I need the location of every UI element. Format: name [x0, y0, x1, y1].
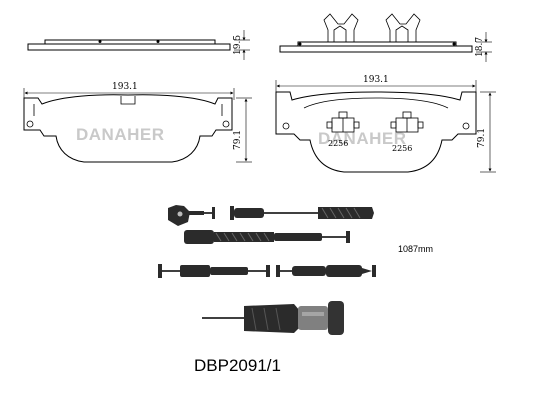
left-width-dimension: 193.1 [112, 82, 138, 92]
wear-sensor-1 [168, 205, 374, 226]
right-width-dimension: 193.1 [363, 75, 389, 85]
pad-code-left: 2256 [328, 139, 348, 148]
right-side-view [279, 13, 492, 62]
left-side-view [27, 30, 250, 60]
left-height-dimension: 79.1 [233, 130, 243, 150]
sensor-length: 1087mm [398, 244, 433, 254]
pad-code-right: 2256 [392, 144, 412, 153]
left-retaining-clip [323, 13, 359, 42]
right-height-dimension: 79.1 [477, 128, 487, 148]
part-number: DBP2091/1 [194, 356, 281, 375]
right-front-view [275, 80, 496, 173]
right-brand-watermark: DANAHER [318, 129, 407, 148]
left-brand-watermark: DANAHER [76, 125, 165, 144]
left-front-view [23, 88, 252, 163]
right-clip-plate [390, 111, 424, 133]
right-retaining-clip [385, 13, 421, 42]
left-thickness-dimension: 19.5 [233, 35, 243, 55]
right-thickness-dimension: 18.7 [475, 37, 485, 57]
wear-sensor-3 [158, 264, 376, 278]
wear-sensor-4 [202, 301, 344, 335]
left-clip-plate [326, 111, 360, 133]
wear-sensor-2 [184, 230, 350, 244]
